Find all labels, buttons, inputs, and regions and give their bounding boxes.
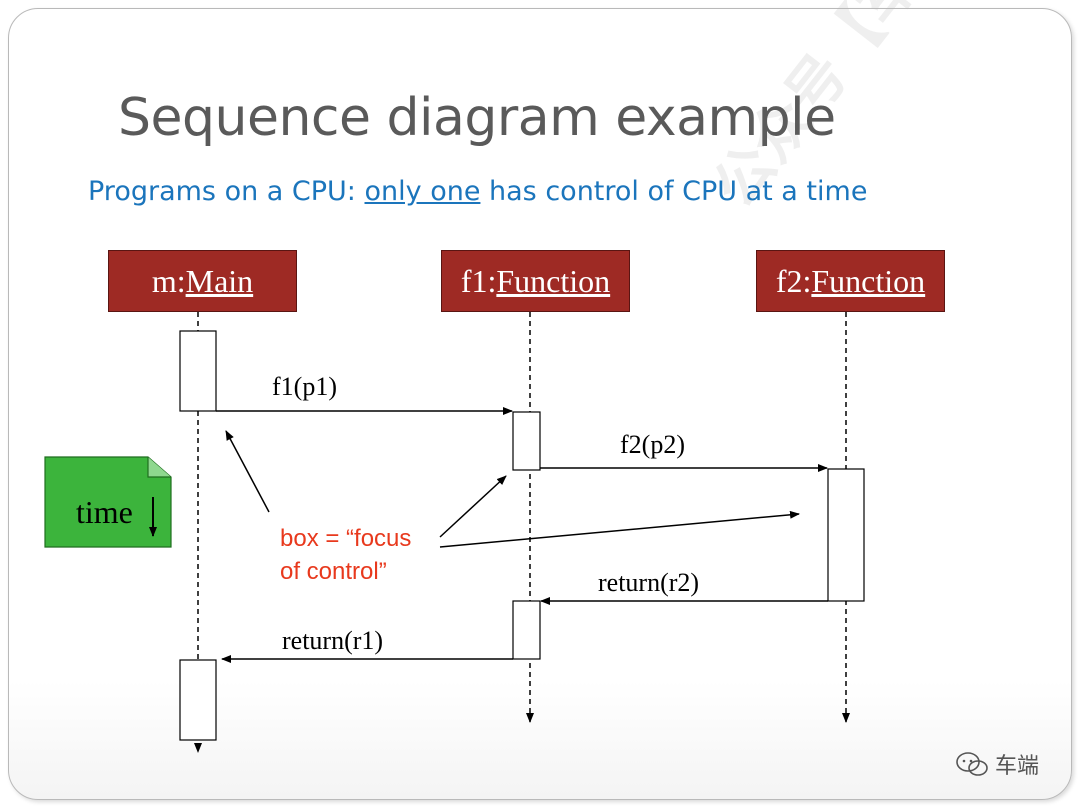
lifeline-name: Main bbox=[185, 262, 254, 299]
slide-subtitle: Programs on a CPU: only one has control … bbox=[88, 176, 867, 207]
wechat-icon bbox=[956, 752, 988, 776]
pointer-to-f1-box bbox=[439, 475, 507, 538]
annotation-line-1: box = “focus bbox=[280, 525, 412, 552]
lifeline-head-main: m: Main bbox=[108, 250, 297, 312]
activation-f2 bbox=[827, 468, 865, 602]
message-call-f2: f2(p2) bbox=[620, 430, 685, 459]
pointer-to-main-box bbox=[225, 430, 270, 513]
subtitle-post: has control of CPU at a time bbox=[480, 176, 868, 207]
wechat-brand: 车端 bbox=[955, 748, 1039, 780]
wechat-brand-name: 车端 bbox=[995, 754, 1040, 779]
message-return-r1: return(r1) bbox=[282, 626, 384, 655]
time-note-fold bbox=[147, 457, 171, 478]
lifeline-prefix: f2: bbox=[775, 262, 812, 299]
activation-f1-2 bbox=[512, 600, 541, 660]
subtitle-pre: Programs on a CPU: bbox=[88, 176, 365, 207]
lifeline-prefix: f1: bbox=[460, 262, 497, 299]
activation-main-1 bbox=[179, 330, 217, 412]
time-note-box bbox=[44, 456, 172, 548]
slide-title: Sequence diagram example bbox=[118, 88, 836, 148]
pointer-to-f2-box bbox=[439, 510, 800, 548]
lifeline-head-f1: f1: Function bbox=[441, 250, 630, 312]
message-call-f1: f1(p1) bbox=[272, 372, 337, 401]
activation-f1-1 bbox=[512, 411, 541, 471]
lifeline-name: Function bbox=[496, 262, 611, 299]
subtitle-underlined: only one bbox=[364, 176, 481, 207]
lifeline-name: Function bbox=[811, 262, 926, 299]
time-label: time bbox=[76, 494, 133, 530]
focus-annotation: box = “focus of control” bbox=[280, 522, 411, 588]
lifeline-prefix: m: bbox=[151, 262, 186, 299]
lifeline-head-f2: f2: Function bbox=[756, 250, 945, 312]
message-return-r2: return(r2) bbox=[598, 568, 700, 597]
activation-main-2 bbox=[179, 659, 217, 741]
annotation-line-2: of control” bbox=[280, 558, 387, 585]
